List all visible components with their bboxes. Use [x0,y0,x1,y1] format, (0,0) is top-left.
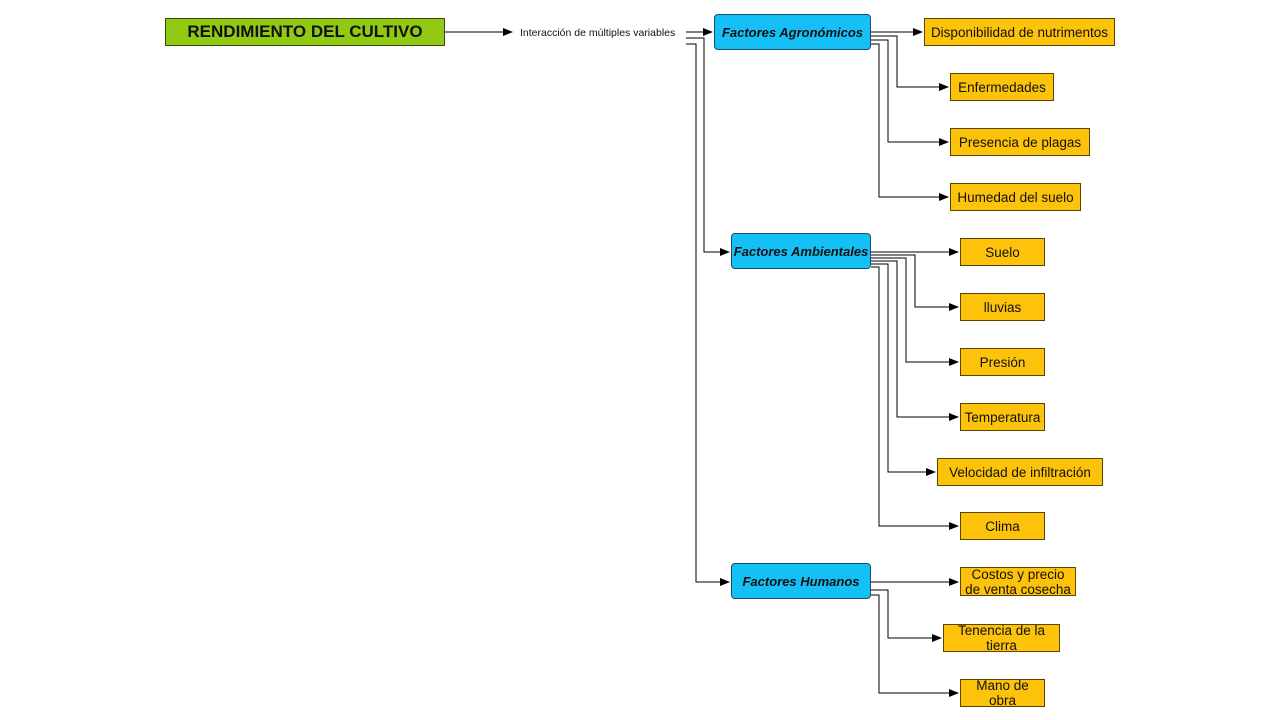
connector-amb-3 [871,257,959,366]
connector-to-ambientales [686,37,730,256]
leaf-humedad-suelo: Humedad del suelo [950,183,1081,211]
connector-amb-4 [871,260,959,421]
leaf-clima: Clima [960,512,1045,540]
connector-label: Interacción de múltiples variables [520,27,676,39]
leaf-presion: Presión [960,348,1045,376]
connector-amb-5 [871,263,936,476]
leaf-presencia-plagas: Presencia de plagas [950,128,1090,156]
connector-hum-2 [871,589,942,642]
category-humanos: Factores Humanos [731,563,871,599]
leaf-disponibilidad-nutrimentos: Disponibilidad de nutrimentos [924,18,1115,46]
leaf-suelo: Suelo [960,238,1045,266]
connector-agro-2 [871,35,949,91]
leaf-costos-precio: Costos y precio de venta cosecha [960,567,1076,597]
connector-agro-3 [871,39,949,146]
connector-agro-4 [871,43,949,201]
leaf-mano-obra: Mano de obra [960,678,1045,708]
leaf-lluvias: lluvias [960,293,1045,321]
leaf-velocidad-infiltracion: Velocidad de infiltración [937,458,1103,486]
leaf-tenencia-tierra: Tenencia de la tierra [943,623,1060,653]
root-node: RENDIMIENTO DEL CULTIVO [165,18,445,46]
connector-amb-6 [871,266,959,530]
connector-amb-2 [871,254,959,311]
leaf-enfermedades: Enfermedades [950,73,1054,101]
connector-hum-3 [871,594,959,697]
leaf-temperatura: Temperatura [960,403,1045,431]
connector-to-humanos [686,43,730,586]
category-agronomicos: Factores Agronómicos [714,14,871,50]
category-ambientales: Factores Ambientales [731,233,871,269]
